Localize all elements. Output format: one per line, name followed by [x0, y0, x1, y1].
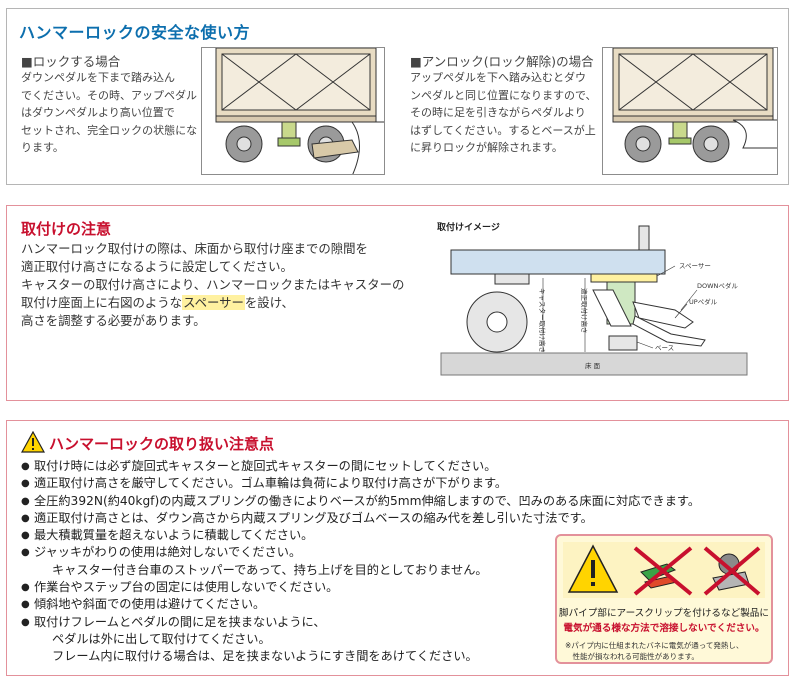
- up-pedal-label: UPペダル: [689, 297, 718, 306]
- safe-use-title: ハンマーロックの安全な使い方: [19, 23, 251, 42]
- handling-title: ハンマーロックの取り扱い注意点: [49, 435, 275, 453]
- handling-panel: ハンマーロックの取り扱い注意点 ●取付け時には必ず旋回式キャスターと旋回式キャス…: [6, 420, 789, 676]
- warning-line-1: 脚パイプ部にアースクリップを付けるなど製品に: [558, 608, 769, 619]
- list-item: ●傾斜地や斜面での使用は避けてください。: [21, 597, 266, 612]
- list-item: ●作業台やステップ台の固定には使用しないでください。: [21, 580, 339, 595]
- caster-height-label: キャスター取付け高さ: [538, 288, 547, 353]
- mounting-title: 取付けの注意: [21, 220, 112, 238]
- mounting-diagram: 取付けイメージ 床 面 キャスター取付け高さ スペーサー 適正取付け高さ DOW…: [435, 218, 755, 394]
- warning-triangle-icon: [20, 430, 46, 453]
- diagram-title: 取付けイメージ: [437, 221, 500, 233]
- spacer-label: スペーサー: [679, 262, 711, 270]
- list-item: ●ジャッキがわりの使用は絶対しないでください。キャスター付き台車のストッパーであ…: [21, 545, 488, 577]
- list-item: ●最大積載質量を超えないように積載してください。: [21, 528, 314, 543]
- list-item: ●取付けフレームとペダルの間に足を挟まないように、ペダルは外に出して取付けてくだ…: [21, 614, 478, 664]
- earth-clip-prohibited-icon: [633, 546, 693, 596]
- warning-note: ※パイプ内に仕組まれたバネに電気が通って発熱し、 性能が損なわれる可能性がありま…: [565, 641, 744, 661]
- list-item: ●適正取付け高さとは、ダウン高さから内蔵スプリング及びゴムベースの縮み代を差し引…: [21, 510, 593, 525]
- warning-illustrations: [563, 542, 765, 598]
- lock-text: ダウンペダルを下まで踏み込ん でください。その時、アップペダル はダウンペダルよ…: [21, 71, 198, 154]
- spacer-highlight: スペーサー: [182, 295, 245, 310]
- lock-illustration: [201, 47, 385, 175]
- mounting-line-4-pre: 取付け座面上に右図のような: [21, 295, 183, 310]
- unlock-illustration: [602, 47, 778, 175]
- list-item: ●適正取付け高さを厳守してください。ゴム車輪は負荷により取付け高さが下がります。: [21, 476, 508, 491]
- proper-height-label: 適正取付け高さ: [580, 288, 589, 334]
- welding-prohibited-icon: [703, 546, 761, 596]
- unlock-heading: ■アンロック(ロック解除)の場合: [410, 54, 594, 69]
- down-pedal-label: DOWNペダル: [697, 281, 738, 290]
- mounting-line-3: キャスターの取付け高さにより、ハンマーロックまたはキャスターの: [21, 277, 405, 292]
- handling-notes-list: ●取付け時には必ず旋回式キャスターと旋回式キャスターの間にセットしてください。 …: [21, 458, 700, 666]
- warning-line-2: 電気が通る様な方法で溶接しないでください。: [563, 623, 765, 634]
- safe-use-panel: ハンマーロックの安全な使い方 ■ロックする場合 ダウンペダルを下まで踏み込ん で…: [6, 8, 789, 185]
- base-label: ベース: [655, 344, 674, 352]
- caution-triangle-icon: [567, 544, 619, 593]
- mounting-line-2: 適正取付け高さになるように設定してください。: [21, 259, 293, 274]
- mounting-line-4-post: を設け、: [244, 295, 294, 310]
- mounting-panel: 取付けの注意 ハンマーロック取付けの際は、床面から取付け座までの隙間を 適正取付…: [6, 205, 789, 401]
- mounting-line-1: ハンマーロック取付けの際は、床面から取付け座までの隙間を: [21, 241, 368, 256]
- list-item: ●全圧約392N(約40kgf)の内蔵スプリングの働きによりベースが約5mm伸縮…: [21, 493, 701, 508]
- unlock-text: アップペダルを下へ踏み込むとダウ ンペダルと同じ位置になりますので、 その時に足…: [410, 71, 597, 154]
- list-item: ●取付け時には必ず旋回式キャスターと旋回式キャスターの間にセットしてください。: [21, 459, 497, 473]
- welding-warning-box: 脚パイプ部にアースクリップを付けるなど製品に 電気が通る様な方法で溶接しないでく…: [555, 534, 773, 664]
- lock-heading: ■ロックする場合: [21, 54, 121, 69]
- floor-label: 床 面: [585, 361, 601, 370]
- mounting-line-5: 高さを調整する必要があります。: [21, 313, 206, 328]
- mounting-line-4: 取付け座面上に右図のようなスペーサーを設け、: [21, 294, 294, 312]
